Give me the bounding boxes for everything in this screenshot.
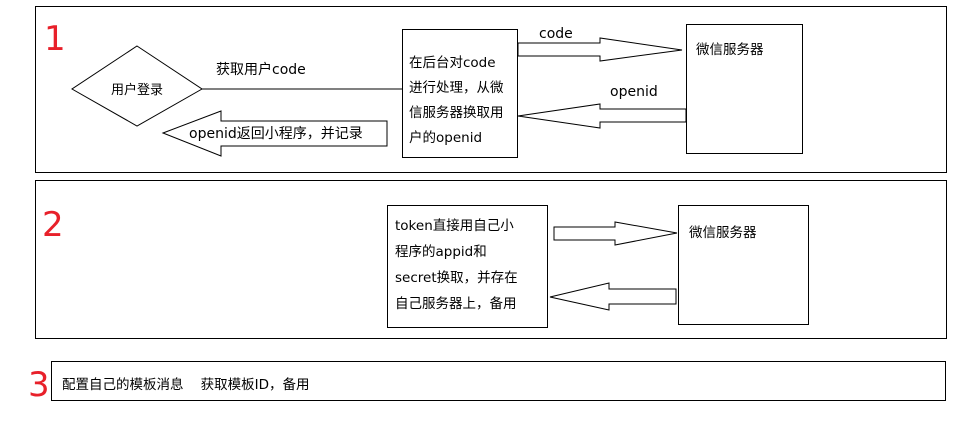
token-line-4: 自己服务器上，备用 [395,295,517,312]
openid-arrow [517,103,687,129]
user-login-label: 用户登录 [111,82,163,98]
backend-process-box [402,29,518,158]
token-box [387,205,548,328]
user-login-diamond [71,45,203,127]
wechat-server-box-2 [678,205,809,325]
section-1-frame [35,6,947,173]
code-arrow [517,37,683,62]
token-line-1: token直接用自己小 [395,217,514,234]
token-line-3: secret换取，并存在 [395,270,518,286]
wechat-server-label-1: 微信服务器 [696,42,764,58]
backend-line-4: 户的openid [409,129,482,146]
token-line-2: 程序的appid和 [395,244,487,260]
return-openid-arrow [161,110,388,157]
section-1-number: 1 [44,19,66,59]
wechat-server-label-2: 微信服务器 [689,225,757,241]
request-token-arrow [553,221,678,246]
wechat-server-box-1 [686,24,803,154]
section-3-text: 配置自己的模板消息 获取模板ID，备用 [62,376,310,393]
backend-line-2: 进行处理，从微 [409,80,504,96]
openid-label: openid [610,84,658,100]
return-token-arrow [549,282,677,311]
section-3-frame [51,361,946,401]
section-2-frame [35,180,947,339]
code-label: code [539,26,573,42]
section-2-number: 2 [42,205,64,245]
backend-line-1: 在后台对code [409,55,496,71]
get-code-label: 获取用户code [216,61,306,78]
return-openid-label: openid返回小程序，并记录 [189,126,363,142]
backend-line-3: 信服务器换取用 [409,105,504,121]
section-3-number: 3 [28,365,50,405]
